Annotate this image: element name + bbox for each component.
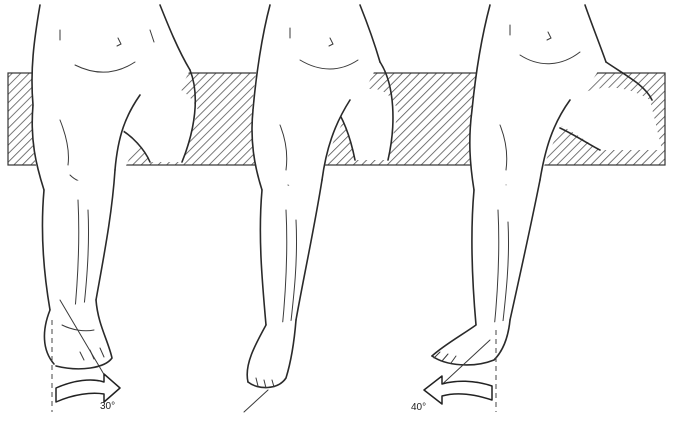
panel-2-leg <box>244 5 398 412</box>
internal-rotation-arrow <box>424 376 492 404</box>
internal-rotation-angle-label: 40° <box>411 402 426 413</box>
panel-1-leg <box>31 5 198 412</box>
external-rotation-arrow <box>56 374 120 402</box>
panel-3-leg <box>432 5 662 412</box>
external-rotation-angle-label: 30° <box>100 401 115 412</box>
